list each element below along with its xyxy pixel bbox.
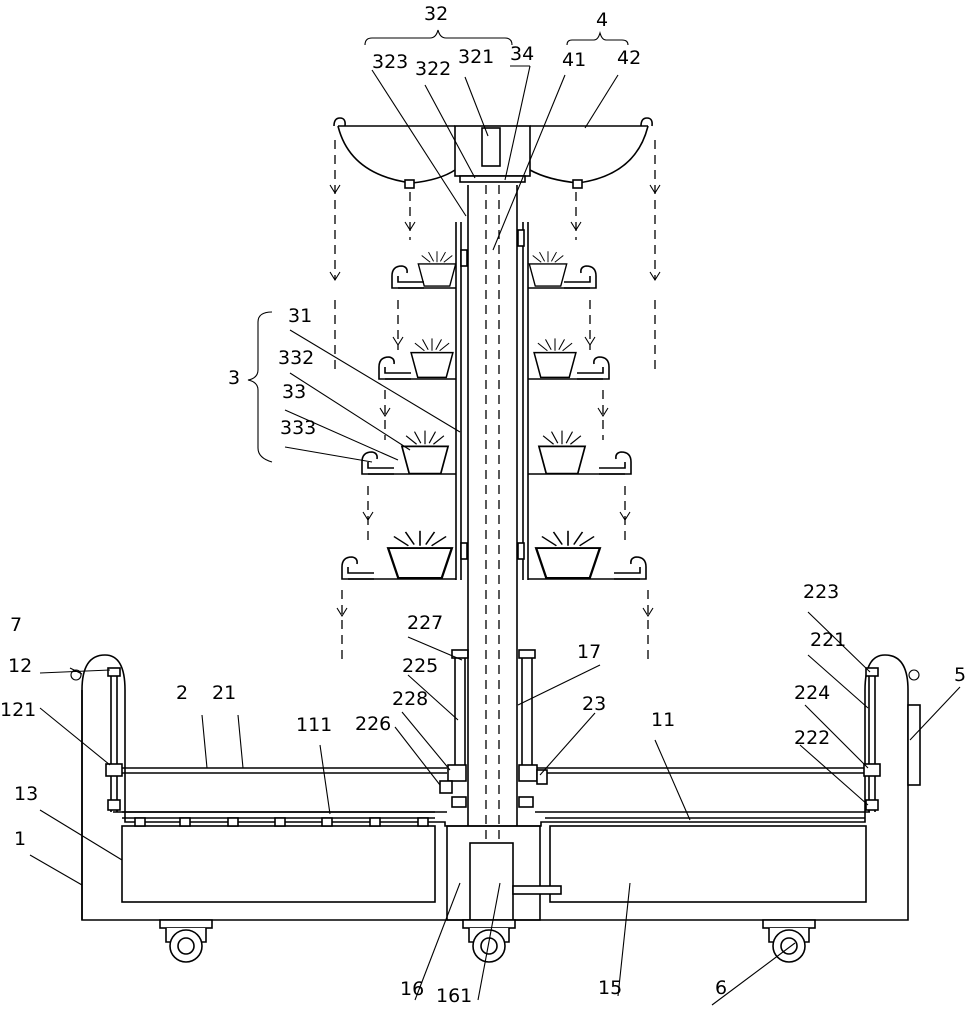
label-34: 34 bbox=[510, 43, 534, 65]
label-222: 222 bbox=[794, 727, 830, 749]
label-31: 31 bbox=[288, 305, 312, 327]
label-23: 23 bbox=[582, 693, 606, 715]
label-42: 42 bbox=[617, 47, 641, 69]
gutters bbox=[342, 266, 646, 579]
label-7: 7 bbox=[10, 614, 22, 636]
tanks bbox=[122, 826, 866, 920]
label-17: 17 bbox=[577, 641, 601, 663]
pots-right bbox=[529, 251, 600, 578]
label-161: 161 bbox=[436, 985, 472, 1007]
label-228: 228 bbox=[392, 688, 428, 710]
label-221: 221 bbox=[810, 629, 846, 651]
label-15: 15 bbox=[598, 977, 622, 999]
label-3: 3 bbox=[228, 367, 240, 389]
label-225: 225 bbox=[402, 655, 438, 677]
label-2: 2 bbox=[176, 682, 188, 704]
label-332: 332 bbox=[278, 347, 314, 369]
label-111: 111 bbox=[296, 714, 332, 736]
label-227: 227 bbox=[407, 612, 443, 634]
label-121: 121 bbox=[0, 699, 36, 721]
label-223: 223 bbox=[803, 581, 839, 603]
flow-lines bbox=[330, 140, 660, 665]
label-12: 12 bbox=[8, 655, 32, 677]
top-motor-unit bbox=[455, 126, 530, 182]
label-323: 323 bbox=[372, 51, 408, 73]
central-column bbox=[468, 185, 517, 845]
label-224: 224 bbox=[794, 682, 830, 704]
label-16: 16 bbox=[400, 978, 424, 1000]
label-321: 321 bbox=[458, 46, 494, 68]
tray bbox=[113, 768, 870, 818]
label-11: 11 bbox=[651, 709, 675, 731]
label-1: 1 bbox=[14, 828, 26, 850]
label-333: 333 bbox=[280, 417, 316, 439]
label-13: 13 bbox=[14, 783, 38, 805]
label-33: 33 bbox=[282, 381, 306, 403]
label-41: 41 bbox=[562, 49, 586, 71]
label-6: 6 bbox=[715, 977, 727, 999]
label-322: 322 bbox=[415, 58, 451, 80]
label-4: 4 bbox=[596, 9, 608, 31]
filter-plate bbox=[122, 812, 435, 826]
label-5: 5 bbox=[954, 664, 966, 686]
label-226: 226 bbox=[355, 713, 391, 735]
wheels bbox=[160, 920, 815, 962]
label-21: 21 bbox=[212, 682, 236, 704]
label-32: 32 bbox=[424, 3, 448, 25]
lifting-rods bbox=[440, 650, 547, 807]
